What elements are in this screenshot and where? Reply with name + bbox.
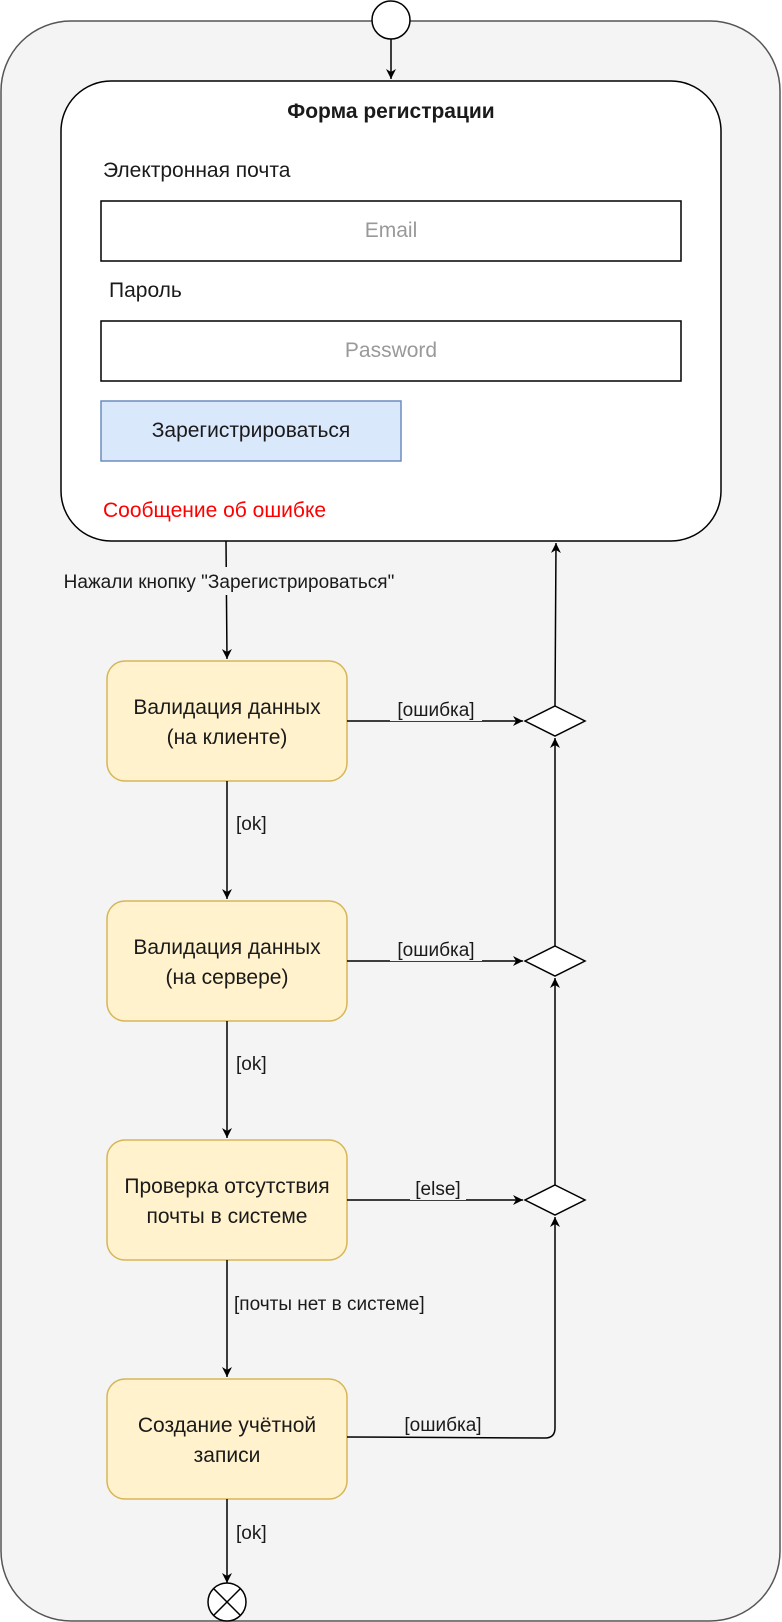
email-placeholder: Email — [365, 219, 418, 242]
decision-node-1 — [523, 705, 587, 737]
initial-node — [371, 0, 411, 40]
svg-text:Валидация данных: Валидация данных — [133, 936, 321, 959]
register-button[interactable]: Зарегистрироваться — [100, 400, 402, 462]
guard-error-2: [ошибка] — [397, 940, 474, 961]
activity-server-validation: Валидация данных (на сервере) — [106, 900, 348, 1022]
password-placeholder: Password — [345, 339, 437, 362]
activity-create-account: Создание учётной записи — [106, 1378, 348, 1500]
registration-form: Форма регистрации Электронная почта Emai… — [60, 80, 722, 542]
guard-ok-1: [ok] — [236, 814, 267, 835]
email-label: Электронная почта — [103, 159, 291, 182]
error-message: Сообщение об ошибке — [103, 499, 326, 522]
guard-else: [else] — [415, 1179, 460, 1200]
svg-text:Проверка отсутствия: Проверка отсутствия — [124, 1175, 329, 1198]
svg-text:Валидация данных: Валидация данных — [133, 696, 321, 719]
svg-text:(на клиенте): (на клиенте) — [167, 726, 288, 749]
guard-error-1: [ошибка] — [397, 700, 474, 721]
activity-client-validation: Валидация данных (на клиенте) — [106, 660, 348, 782]
guard-no-email: [почты нет в системе] — [234, 1294, 425, 1315]
decision-node-3 — [523, 1184, 587, 1216]
email-field[interactable]: Email — [100, 200, 682, 262]
edge-merge-1-to-form — [550, 542, 561, 707]
decision-node-2 — [523, 945, 587, 977]
edge-create-error — [346, 1217, 560, 1439]
password-label: Пароль — [109, 279, 182, 302]
register-button-label: Зарегистрироваться — [152, 419, 351, 442]
svg-text:записи: записи — [194, 1444, 261, 1467]
svg-text:почты в системе: почты в системе — [147, 1205, 308, 1228]
password-field[interactable]: Password — [100, 320, 682, 382]
final-node — [207, 1582, 247, 1622]
edge-form-to-client-validation — [221, 540, 232, 660]
guard-ok-3: [ok] — [236, 1523, 267, 1544]
guard-error-3: [ошибка] — [404, 1415, 481, 1436]
activity-email-check: Проверка отсутствия почты в системе — [106, 1139, 348, 1261]
svg-text:Создание учётной: Создание учётной — [138, 1414, 316, 1437]
submit-event-label: Нажали кнопку "Зарегистрироваться" — [64, 572, 395, 593]
guard-ok-2: [ok] — [236, 1054, 267, 1075]
form-title: Форма регистрации — [287, 100, 494, 123]
svg-text:(на сервере): (на сервере) — [166, 966, 289, 989]
